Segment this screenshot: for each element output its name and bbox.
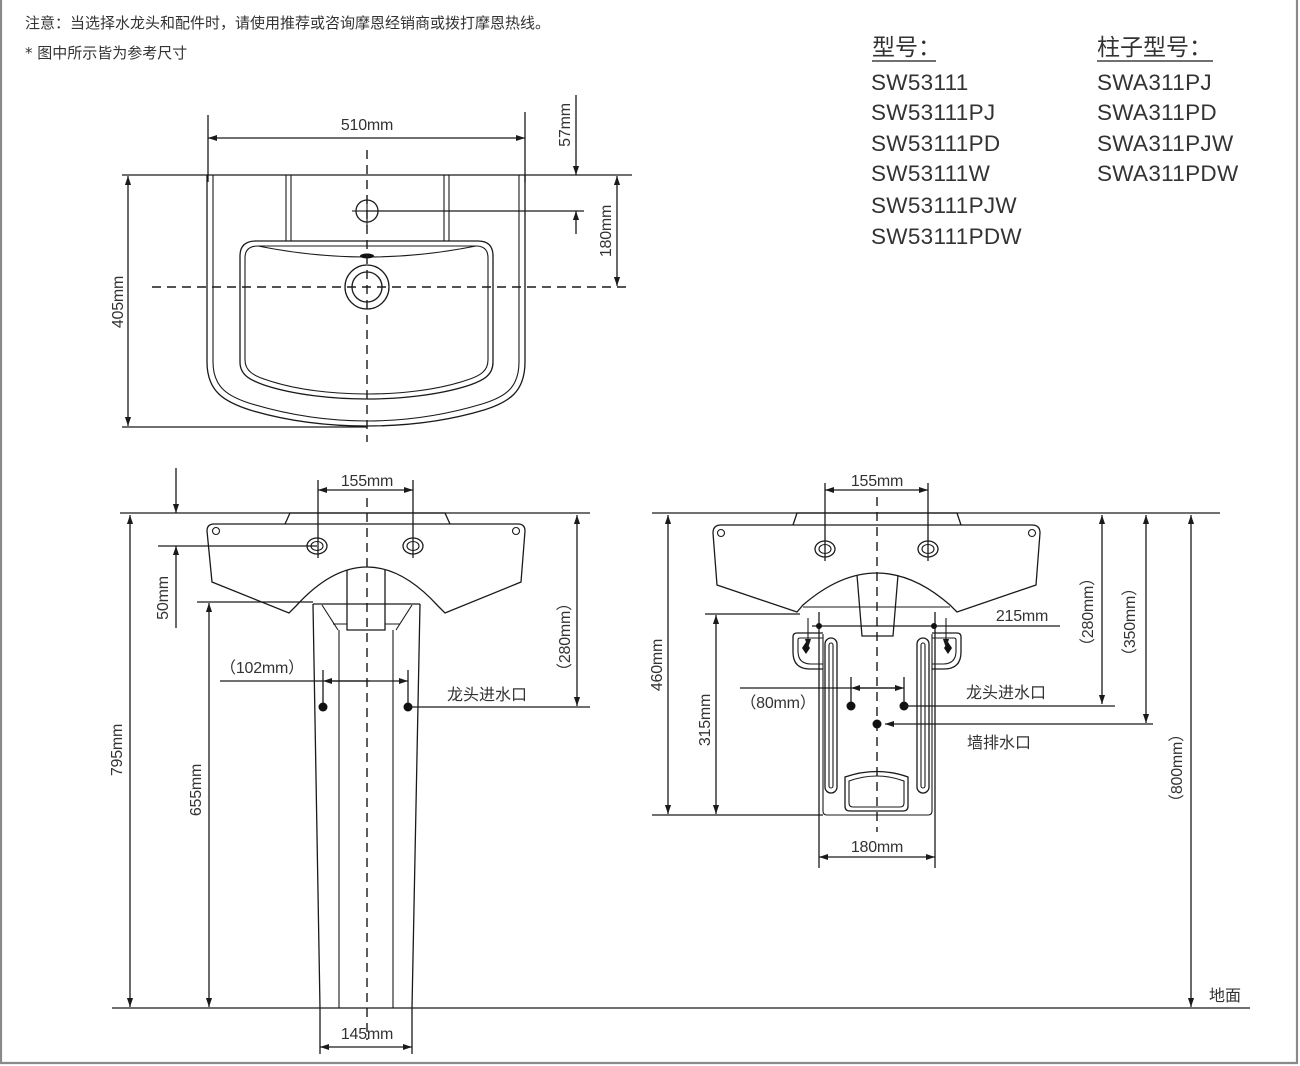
dim-drain-offset-label: 180mm — [598, 205, 615, 257]
note-caution: 注意：当选择水龙头和配件时，请使用推荐或咨询摩恩经销商或拨打摩恩热线。 — [25, 14, 550, 32]
dim-faucet-spacing-label: 155mm — [851, 473, 903, 490]
dim-pedestal-height-label: 655mm — [188, 764, 205, 816]
dim-width-label: 510mm — [341, 117, 393, 134]
basin-model-item: SW53111PD — [871, 131, 1000, 156]
inlet-callout-side: 龙头进水口 — [904, 683, 1115, 707]
dim-depth-label: 405mm — [110, 276, 127, 328]
dim-faucet-drop: 50mm — [155, 468, 317, 628]
dim-drain-height: （350mm） — [1121, 515, 1150, 723]
half-pedestal — [792, 612, 962, 868]
mount-hole — [511, 526, 521, 536]
mount-hole — [716, 528, 726, 538]
front-view: 155mm 50mm 795mm 655mm （102mm） — [109, 468, 1250, 1054]
dim-inlet-spacing-front: （102mm） — [220, 659, 413, 712]
top-view: 510mm 405mm 57mm 180mm — [110, 95, 632, 442]
mount-hole — [211, 526, 221, 536]
floor-label: 地面 — [1209, 986, 1241, 1005]
faucet-holes-front — [306, 537, 424, 555]
inlet-label: 龙头进水口 — [447, 685, 527, 704]
dim-pedestal-height: 655mm — [188, 601, 313, 1007]
dim-inlet-height-side: （280mm） — [1079, 515, 1106, 704]
pedestal-model-item: SWA311PD — [1097, 100, 1217, 125]
basin-model-heading: 型号： — [872, 35, 941, 61]
dim-inlet-spacing-label: （80mm） — [740, 694, 815, 712]
mount-hole — [1027, 528, 1037, 538]
dim-bracket-spacing-label: 215mm — [996, 608, 1048, 625]
dim-total-height-side: 460mm — [649, 515, 823, 816]
basin-outline — [206, 175, 526, 427]
dim-faucet-spacing-front: 155mm — [317, 473, 414, 558]
dim-total-height: 795mm — [109, 515, 134, 1007]
dim-total-height-label: 460mm — [649, 639, 666, 691]
dim-mounting-height: （800mm） — [1168, 515, 1195, 1007]
pedestal-model-item: SWA311PDW — [1097, 161, 1239, 186]
dim-faucet-drop-label: 50mm — [155, 576, 172, 620]
back-supports — [285, 175, 450, 241]
dim-total-height-label: 795mm — [109, 724, 126, 776]
dim-faucet-offset: 57mm — [367, 95, 584, 234]
side-view: 155mm 215mm （80mm） 龙头进水口 墙排水口 — [649, 473, 1241, 1007]
dim-half-pedestal-width: 180mm — [819, 839, 935, 861]
dim-faucet-spacing-label: 155mm — [341, 473, 393, 490]
basin-model-item: SW53111PJ — [871, 100, 995, 125]
basin-model-list: 型号： SW53111 SW53111PJ SW53111PD SW53111W… — [871, 35, 1022, 249]
dim-pedestal-base-label: 145mm — [341, 1026, 393, 1043]
dim-width: 510mm — [207, 112, 526, 182]
pedestal-cutout — [844, 770, 909, 812]
pedestal-model-heading: 柱子型号： — [1097, 35, 1212, 61]
dim-inlet-spacing-side: （80mm） — [740, 677, 909, 712]
basin-model-item: SW53111PDW — [871, 224, 1022, 249]
dim-drain-offset: 180mm — [598, 176, 621, 286]
dim-bracket-spacing: 215mm — [804, 608, 1060, 648]
dim-half-pedestal-height-label: 315mm — [697, 694, 714, 746]
dim-faucet-spacing-side: 155mm — [824, 473, 929, 561]
note-reference-dimensions: * 图中所示皆为参考尺寸 — [25, 44, 187, 62]
dim-inlet-spacing-label: （102mm） — [220, 659, 304, 677]
inlet-label: 龙头进水口 — [966, 683, 1046, 702]
pedestal-slot — [916, 637, 930, 794]
dim-faucet-offset-label: 57mm — [557, 103, 574, 147]
dim-inlet-height-front: （280mm） — [556, 515, 581, 706]
basin-model-item: SW53111W — [871, 161, 991, 186]
dim-depth: 405mm — [110, 176, 132, 426]
pedestal-model-item: SWA311PJ — [1097, 70, 1212, 95]
pedestal-front — [312, 570, 421, 1009]
dim-pedestal-base: 145mm — [319, 1008, 413, 1054]
inlet-point — [846, 701, 856, 711]
dim-inlet-height-label: （280mm） — [556, 595, 574, 679]
dim-half-pedestal-width-label: 180mm — [851, 839, 903, 856]
dim-mounting-height-label: （800mm） — [1168, 726, 1186, 810]
dim-drain-height-label: （350mm） — [1121, 580, 1139, 664]
inlet-callout-front: 龙头进水口 — [408, 685, 590, 708]
pedestal-model-list: 柱子型号： SWA311PJ SWA311PD SWA311PJW SWA311… — [1097, 35, 1239, 186]
basin-front-outline — [206, 512, 526, 614]
basin-model-item: SW53111 — [871, 70, 969, 95]
dim-half-pedestal-height: 315mm — [697, 613, 800, 814]
pedestal-model-item: SWA311PJW — [1097, 131, 1234, 156]
basin-model-item: SW53111PJW — [871, 193, 1017, 218]
drain-callout: 墙排水口 — [872, 719, 1153, 752]
inlet-point — [318, 702, 328, 712]
pedestal-slot — [824, 637, 838, 794]
drain-point — [872, 719, 882, 729]
dim-inlet-height-label: （280mm） — [1079, 570, 1097, 654]
drain-label: 墙排水口 — [967, 733, 1031, 752]
